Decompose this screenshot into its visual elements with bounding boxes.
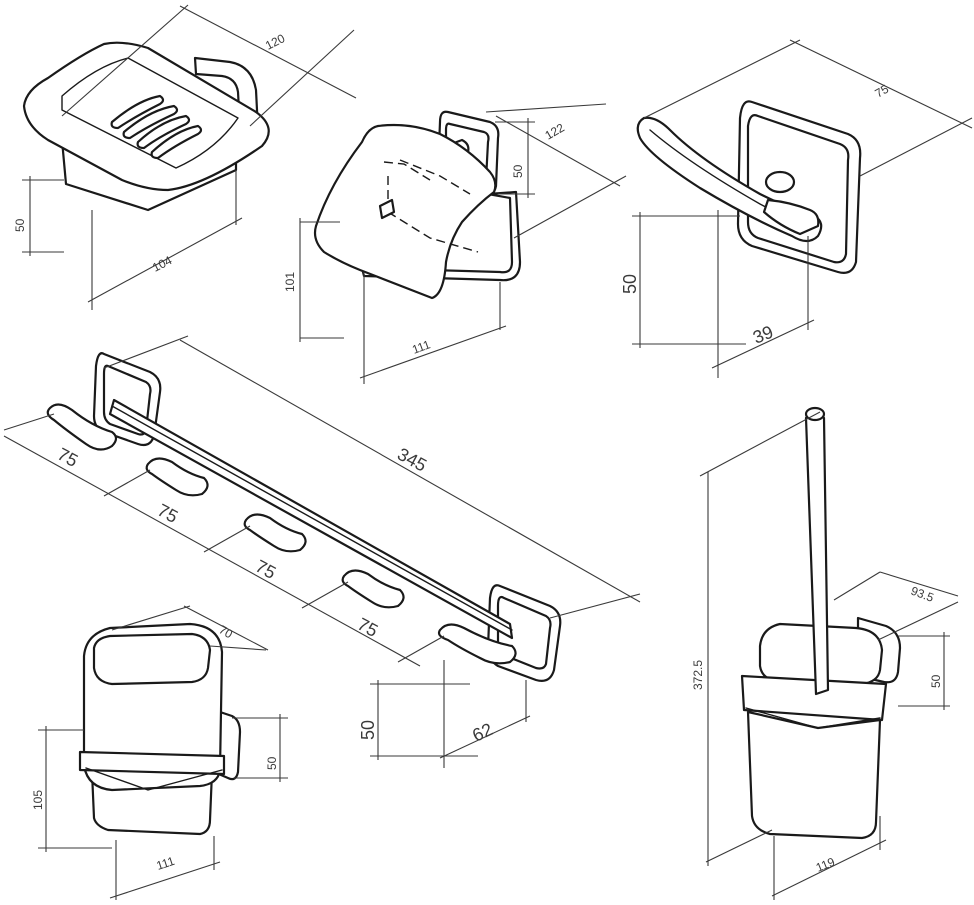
- paper-holder-drawing: 122 50 101 111: [283, 103, 627, 384]
- dimension-line: [183, 605, 269, 651]
- hook-rail-hook: [341, 569, 405, 609]
- dimension-label: 101: [283, 272, 297, 292]
- dimension-label: 119: [814, 855, 837, 875]
- dimension-label: 50: [620, 274, 640, 294]
- dimension-line: [833, 571, 881, 601]
- dimension-label: 345: [394, 444, 430, 476]
- soap-dish-slot: [136, 114, 191, 150]
- dimension-line: [439, 715, 531, 759]
- hook-rail-hook: [46, 403, 118, 451]
- hook-rail-bar-edge: [111, 405, 513, 631]
- dimension-line: [859, 117, 973, 177]
- soap-dish-drawing: 120 104 50: [13, 4, 357, 310]
- dimension-line: [877, 601, 959, 641]
- paper-holder-roll-end: [378, 198, 396, 220]
- dimension-line: [111, 605, 191, 631]
- dimension-label: 111: [410, 337, 432, 357]
- soap-dish-slot: [110, 94, 165, 130]
- dimension-label: 120: [263, 31, 287, 53]
- dimension-label: 39: [750, 322, 776, 348]
- dimension-line: [203, 525, 251, 553]
- dimension-line: [711, 319, 815, 369]
- dimension-line: [3, 413, 55, 431]
- tumbler-drawing: 70 50 105 111: [31, 605, 288, 900]
- dimension-line: [879, 571, 959, 597]
- hook-rail-hook: [145, 457, 209, 497]
- dimension-line: [61, 4, 189, 117]
- dimension-line: [549, 593, 641, 619]
- paper-holder-cover: [313, 123, 497, 300]
- dimension-line: [643, 39, 801, 119]
- dimension-line: [789, 39, 973, 129]
- soap-dish-slot: [150, 124, 203, 160]
- toilet-brush-holder-band: [740, 674, 888, 722]
- dimension-line: [109, 861, 221, 899]
- dimension-label: 75: [154, 500, 181, 527]
- soap-dish-tray-inner: [61, 57, 239, 169]
- dimension-label: 50: [265, 756, 279, 770]
- dimension-label: 105: [31, 790, 45, 810]
- dimension-line: [301, 581, 349, 609]
- dimension-label: 75: [354, 614, 381, 641]
- dimension-line: [249, 29, 355, 127]
- dimension-line: [485, 103, 607, 113]
- dimension-line: [771, 839, 887, 897]
- dimension-label: 75: [873, 82, 892, 101]
- dimension-line: [179, 339, 641, 603]
- dimension-label: 122: [543, 120, 568, 142]
- dimension-line: [179, 5, 357, 99]
- double-hook-tip: [762, 198, 820, 236]
- dimension-line: [397, 635, 445, 663]
- hook-rail-bar: [108, 398, 514, 640]
- dimension-line: [513, 175, 627, 239]
- dimension-label: 111: [155, 854, 177, 873]
- dimension-label: 50: [358, 720, 378, 740]
- hook-rail-hook: [437, 623, 517, 665]
- dimension-line: [495, 115, 621, 187]
- dimension-line: [705, 829, 773, 863]
- hook-rail-hook: [243, 513, 307, 553]
- dimension-label: 50: [929, 674, 943, 688]
- toilet-brush-bowl: [746, 710, 882, 840]
- dimension-line: [103, 469, 151, 497]
- soap-dish-slot: [122, 104, 179, 140]
- dimension-label: 62: [469, 719, 496, 746]
- tumbler-cup-rim: [92, 632, 212, 686]
- dimension-label: 75: [54, 444, 81, 471]
- dimension-label: 50: [511, 164, 525, 178]
- dimension-line: [3, 435, 421, 667]
- dimension-label: 50: [13, 218, 27, 232]
- paper-holder-hidden-roll: [383, 159, 479, 253]
- double-hook-drawing: 75 50 39: [620, 39, 973, 378]
- tumbler-band-edge: [85, 767, 223, 791]
- dimension-line: [103, 335, 189, 369]
- double-hook-boss: [764, 170, 796, 194]
- dimension-label: 93.5: [909, 584, 936, 605]
- tumbler-holder-band: [78, 750, 226, 776]
- toilet-brush-drawing: 93.5 50 372.5 119: [691, 406, 959, 900]
- dimension-line: [359, 325, 507, 379]
- dimension-line: [87, 217, 243, 303]
- dimension-label: 70: [217, 622, 236, 641]
- dimension-label: 372.5: [691, 660, 705, 690]
- dimension-label: 75: [252, 556, 279, 583]
- dimension-line: [209, 645, 267, 651]
- dimension-line: [699, 411, 821, 477]
